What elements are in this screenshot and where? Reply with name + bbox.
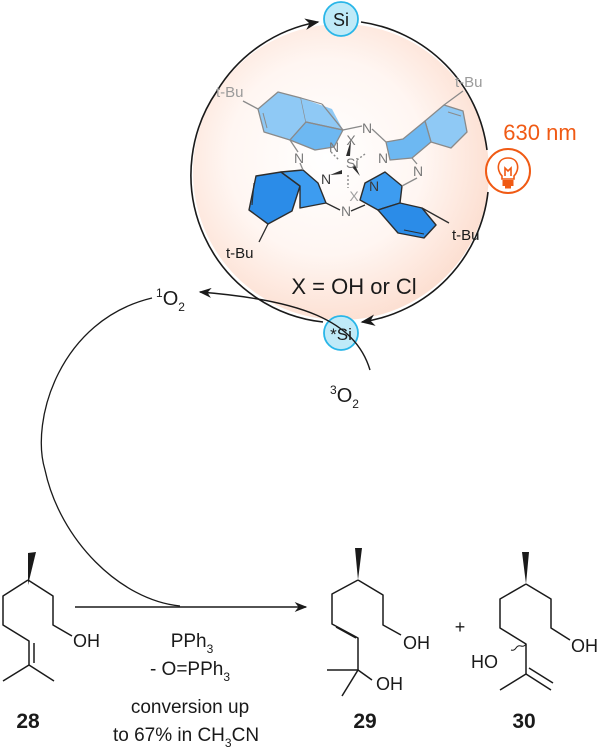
byproduct-opph3: - O=PPh3 [150,659,230,684]
axial-ligand-top: X [346,132,356,148]
compound-29-oh-tertiary: OH [376,674,403,694]
tbu-label-top-right: t-Bu [455,74,483,91]
nitrogen-pyrrole-top-right: N [378,150,388,166]
wavelength-label: 630 nm [503,120,576,145]
si-ground-state-badge: Si [323,1,359,37]
tbu-label-top-left: t-Bu [216,84,244,101]
nitrogen-pyrrole-bottom-left: N [321,171,331,187]
nitrogen-bridge-bottom: N [341,203,351,219]
light-source: 630 nm [485,120,577,194]
svg-text:1O2: 1O2 [156,286,185,314]
reaction-arrow-group: PPh3 - O=PPh3 conversion up to 67% in CH… [75,601,308,750]
compound-30-label: 30 [512,710,535,733]
silicon-phthalocyanine-structure: Si X X N N N N N N N N t-Bu t-Bu t-Bu t-… [216,74,483,262]
singlet-oxygen-label: 1O2 [156,286,185,314]
oxygen-cycle: 1O2 3O2 [40,286,371,607]
nitrogen-bridge-right: N [413,163,423,179]
compound-30-ho-secondary: HO [471,652,498,672]
compound-28-label: 28 [16,710,40,733]
condition-solvent: to 67% in CH3CN [113,725,259,750]
tbu-label-bottom-left: t-Bu [226,245,254,262]
wedge-bond [28,552,36,585]
triplet-to-singlet-arrow [198,287,371,371]
si-excited-state-badge: *Si [323,315,359,351]
nitrogen-pyrrole-bottom-right: N [369,178,379,194]
axial-ligand-bottom: X [349,188,359,204]
cycle-arrow-right [360,191,489,326]
compound-29-label: 29 [353,710,376,733]
svg-text:3O2: 3O2 [330,383,359,411]
isoindole-bottom-left [248,169,327,243]
nitrogen-bridge-left: N [294,150,304,166]
si-coordination [330,140,366,188]
isoindole-bottom-right [359,171,450,239]
condition-conversion: conversion up [131,697,249,718]
substituent-label: X = OH or Cl [291,274,416,299]
wedge-bond [522,552,529,584]
reagent-pph3: PPh3 [171,631,214,656]
compound-29-oh-primary: OH [403,633,430,653]
triplet-oxygen-label: 3O2 [330,383,359,411]
cycle-arc-top-right [360,21,488,151]
si-label: Si [333,10,349,30]
isoindole-top-left [242,91,344,151]
compound-30: HO OH 30 [471,552,598,733]
compound-30-oh-primary: OH [571,636,598,656]
excited-si-label: *Si [330,325,352,344]
compound-29: OH OH 29 [327,548,430,733]
tbu-label-bottom-right: t-Bu [452,227,480,244]
wedge-bond [355,548,362,580]
lightbulb-icon [497,157,519,189]
plus-sign: + [455,617,466,637]
nitrogen-bridge-top: N [362,120,372,136]
wavy-bond [510,643,527,651]
compound-28: OH 28 [2,552,100,733]
central-si-atom: Si [346,155,358,171]
nitrogen-pyrrole-top-left: N [329,139,339,155]
isoindole-top-right [385,90,468,161]
singlet-oxygen-transfer-arc [40,297,181,607]
compound-28-oh: OH [73,631,100,651]
meso-bridges [289,125,418,212]
